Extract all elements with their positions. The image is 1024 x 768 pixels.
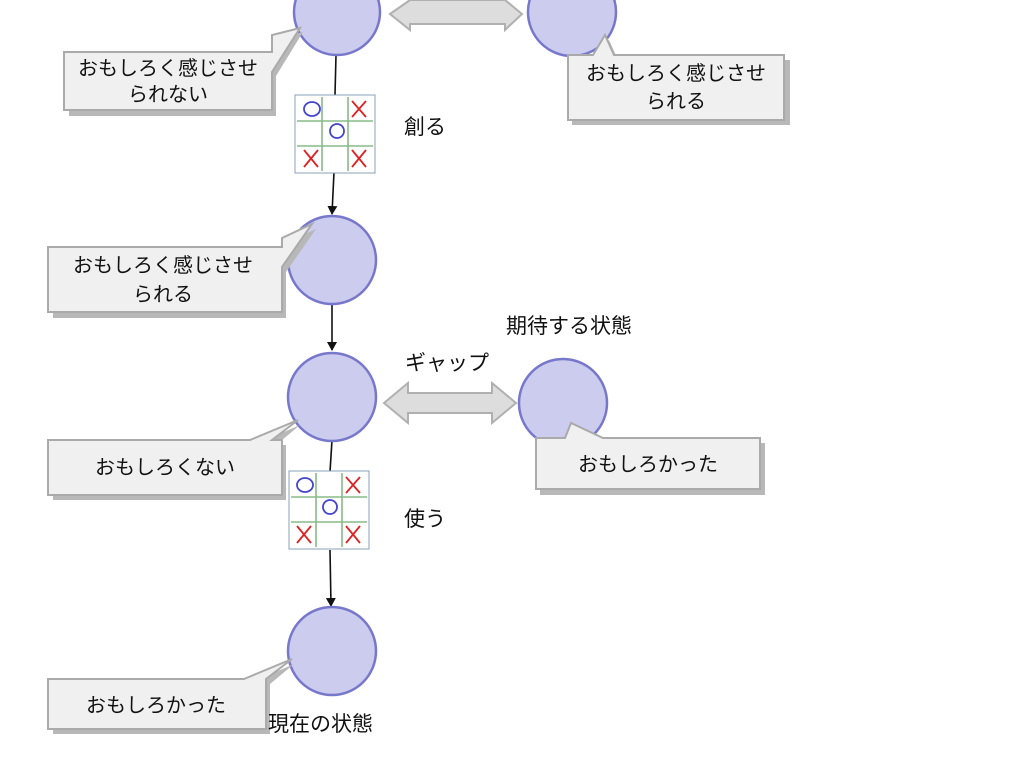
- o-mark-icon: [303, 101, 321, 117]
- x-mark-icon: [345, 525, 361, 544]
- callout-not-interesting-text: おもしろくない: [95, 455, 235, 479]
- callout-top-left-line1: おもしろく感じさせ: [78, 56, 258, 80]
- expected-state-label: 期待する状態: [506, 314, 632, 338]
- callout-was-interesting-expected-text: おもしろかった: [578, 452, 718, 476]
- action-create-label: 創る: [404, 115, 446, 139]
- connector-board2-to-node4: [325, 549, 336, 607]
- callout-not-interesting: おもしろくない: [47, 419, 300, 500]
- callout-was-interesting-expected: おもしろかった: [535, 421, 765, 495]
- tic-tac-toe-board-create: [294, 94, 376, 174]
- gap-label: ギャップ: [405, 351, 489, 375]
- callout-top-left: おもしろく感じさせ られない: [63, 26, 303, 116]
- top-gap-arrow: [388, 0, 524, 33]
- x-mark-icon: [345, 476, 361, 494]
- node-top-left: [292, 0, 382, 57]
- callout-top-right-line2: られる: [646, 89, 706, 113]
- connector-top-to-board1: [334, 54, 337, 96]
- callout-top-right: おもしろく感じさせ られる: [567, 32, 790, 125]
- callout-top-left-line2: られない: [128, 82, 208, 106]
- connector-node3-to-board2: [329, 439, 333, 473]
- x-mark-icon: [303, 149, 319, 168]
- x-mark-icon: [351, 149, 367, 168]
- callout-created-line1: おもしろく感じさせ: [73, 253, 253, 277]
- tic-tac-toe-board-use: [288, 470, 370, 550]
- o-mark-icon: [322, 499, 338, 515]
- gap-arrow: [382, 380, 518, 426]
- connector-board1-to-node2: [327, 171, 338, 215]
- x-mark-icon: [296, 525, 312, 544]
- callout-created: おもしろく感じさせ られる: [47, 221, 316, 318]
- callout-created-line2: られる: [133, 282, 193, 306]
- callout-was-interesting-current-text: おもしろかった: [86, 693, 226, 717]
- o-mark-icon: [329, 123, 345, 139]
- current-state-label: 現在の状態: [268, 712, 373, 736]
- callout-was-interesting-current: おもしろかった: [47, 658, 294, 734]
- node-current-before-use: [286, 351, 378, 443]
- action-use-label: 使う: [404, 507, 446, 531]
- node-current: [286, 605, 378, 697]
- callout-top-right-line1: おもしろく感じさせ: [586, 61, 766, 85]
- x-mark-icon: [351, 100, 367, 118]
- o-mark-icon: [296, 477, 314, 493]
